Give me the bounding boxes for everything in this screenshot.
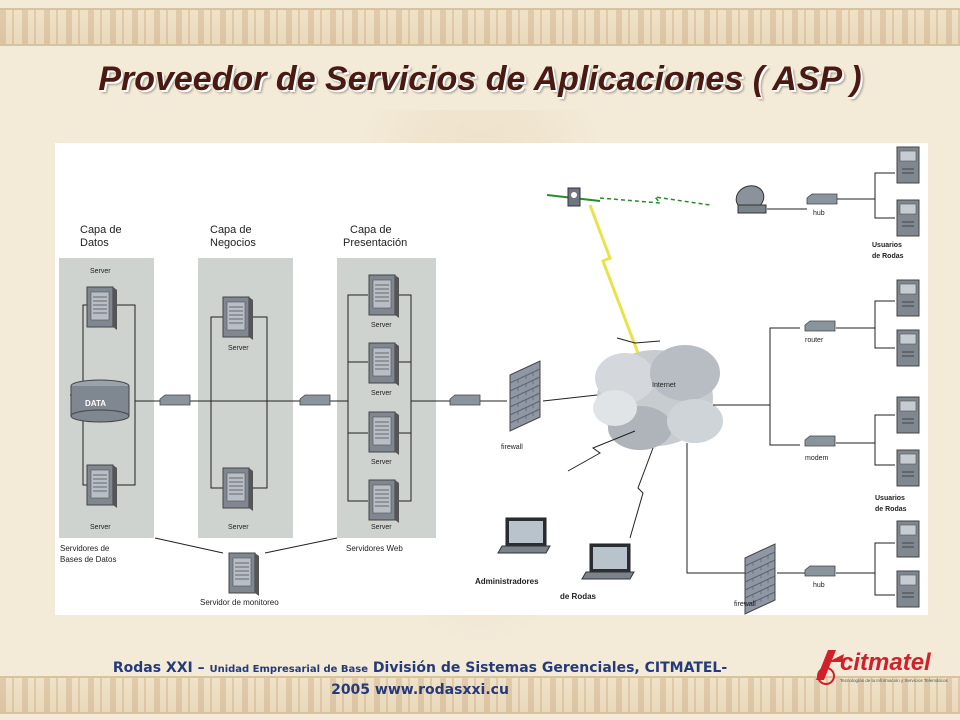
label-modem: modem (805, 455, 829, 462)
layer-label-datos-2: Datos (80, 237, 109, 249)
label-server-web-2: Server (371, 390, 392, 397)
layer-label-presentacion-2: Presentación (343, 237, 407, 249)
label-server-business-top: Server (228, 345, 249, 352)
citmatel-logo: citmatel Tecnologías de la Información y… (810, 640, 950, 690)
satellite-dish-icon (735, 185, 767, 214)
footer-line2: 2005 www.rodasxxi.cu (331, 682, 509, 698)
internet-cloud (593, 345, 723, 450)
switch-data-business (159, 394, 191, 406)
network-diagram-panel: Capa de Datos Capa de Negocios Capa de P… (55, 143, 928, 615)
label-internet: Internet (652, 382, 676, 389)
business-server-bottom (222, 467, 254, 512)
business-server-top (222, 296, 254, 341)
label-web-servers: Servidores Web (346, 544, 403, 553)
label-firewall-branch: firewall (734, 601, 756, 608)
label-server-data-top: Server (90, 268, 111, 275)
label-db-servers-2: Bases de Datos (60, 555, 116, 564)
hub-remote-top (806, 193, 838, 205)
user-pc-1 (896, 146, 920, 184)
web-server-3 (368, 411, 400, 456)
router-device (804, 320, 836, 332)
satellite-antenna-icon (546, 187, 601, 207)
switch-presentation-firewall (449, 394, 481, 406)
user-pc-7 (896, 520, 920, 558)
layer-label-presentacion: Capa de (350, 224, 392, 236)
footer-dash: – (197, 660, 205, 676)
layer-label-negocios-2: Negocios (210, 237, 256, 249)
data-server-bottom (86, 464, 118, 509)
label-firewall-main: firewall (501, 444, 523, 451)
footer-org: Rodas XXI (112, 660, 193, 676)
label-router: router (805, 337, 824, 344)
web-server-4 (368, 479, 400, 524)
user-pc-4 (896, 329, 920, 367)
satellite-link-bolt (588, 204, 640, 354)
label-usuarios-2: Usuarios (875, 495, 905, 502)
web-server-2 (368, 342, 400, 387)
user-pc-2 (896, 199, 920, 237)
label-hub-top: hub (813, 210, 825, 217)
main-firewall (509, 360, 541, 432)
label-server-data-bottom: Server (90, 524, 111, 531)
admin-laptop-2 (581, 543, 635, 580)
label-administradores: Administradores (475, 577, 539, 586)
modem-device (804, 435, 836, 447)
slide-title: Proveedor de Servicios de Aplicaciones (… (98, 60, 862, 98)
footer-division: División de Sistemas Gerenciales, CITMAT… (372, 660, 728, 676)
logo-wordmark: citmatel (840, 649, 932, 676)
user-pc-6 (896, 449, 920, 487)
decorative-border-top (0, 8, 960, 46)
label-server-web-4: Server (371, 524, 392, 531)
database-icon (70, 379, 130, 423)
label-usuarios-1: Usuarios (872, 242, 902, 249)
label-de-rodas-admin: de Rodas (560, 592, 597, 601)
user-pc-3 (896, 279, 920, 317)
footer-unit: Unidad Empresarial de Base (209, 664, 369, 675)
label-db-servers-1: Servidores de (60, 544, 110, 553)
web-server-1 (368, 274, 400, 319)
label-hub-bottom: hub (813, 582, 825, 589)
monitoring-server (228, 552, 260, 597)
network-diagram: Capa de Datos Capa de Negocios Capa de P… (59, 146, 920, 615)
footer-text: Rodas XXI – Unidad Empresarial de Base D… (40, 658, 800, 700)
data-server-top (86, 286, 118, 331)
logo-tagline: Tecnologías de la Información y Servicio… (840, 678, 948, 683)
label-monitoring-server: Servidor de monitoreo (200, 598, 279, 607)
switch-business-presentation (299, 394, 331, 406)
label-de-rodas-2: de Rodas (875, 506, 907, 513)
layer-label-datos: Capa de (80, 224, 122, 236)
hub-remote-bottom (804, 565, 836, 577)
label-de-rodas-1: de Rodas (872, 253, 904, 260)
admin-laptop-1 (497, 517, 551, 554)
label-server-web-3: Server (371, 459, 392, 466)
label-server-web-1: Server (371, 322, 392, 329)
layer-label-negocios: Capa de (210, 224, 252, 236)
label-server-business-bottom: Server (228, 524, 249, 531)
user-pc-5 (896, 396, 920, 434)
decorative-border-bottom (0, 676, 960, 714)
label-data: DATA (85, 399, 106, 408)
user-pc-8 (896, 570, 920, 608)
